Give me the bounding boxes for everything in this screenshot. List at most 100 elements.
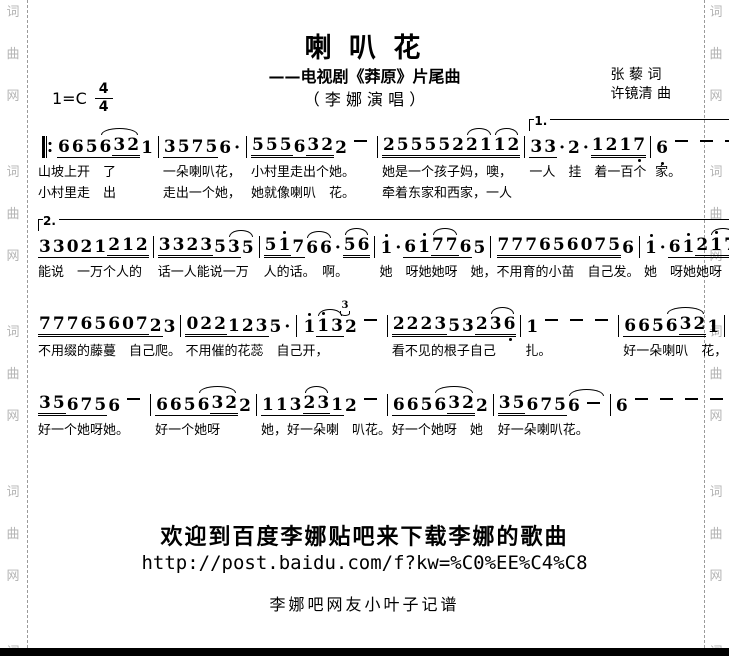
note: 5 bbox=[553, 395, 567, 416]
lyric-line: 家。 bbox=[655, 165, 682, 180]
lyric-line-2: 她就像喇叭 花。 bbox=[251, 186, 356, 201]
lyric-line: 不用催的花蕊 自己 bbox=[185, 344, 303, 359]
duration-dash bbox=[709, 398, 723, 400]
octave-dot-below bbox=[661, 162, 665, 165]
lyric-line: 不用育的小苗 自己发。 bbox=[496, 265, 640, 280]
octave-dot-above bbox=[649, 234, 653, 238]
note: 1 bbox=[590, 136, 605, 158]
note: 6 bbox=[664, 316, 679, 337]
left-dashed-border bbox=[27, 0, 28, 648]
note: 7 bbox=[51, 315, 66, 337]
note: 1 bbox=[492, 136, 507, 158]
note: 0 bbox=[121, 315, 135, 337]
note: 1 bbox=[618, 136, 633, 158]
note: 5 bbox=[342, 236, 357, 258]
watermark-char: 词 bbox=[6, 5, 20, 20]
octave-dot-below bbox=[508, 338, 512, 341]
note: 3 bbox=[162, 137, 177, 158]
note: 7 bbox=[539, 395, 554, 416]
augmentation-dot: · bbox=[582, 138, 589, 158]
note: 2 bbox=[465, 136, 479, 158]
note: 5 bbox=[423, 136, 438, 158]
augmentation-dot: · bbox=[659, 238, 666, 258]
barline bbox=[650, 136, 652, 158]
key-label: 1=C bbox=[52, 88, 87, 108]
barline bbox=[490, 236, 492, 258]
note: 2 bbox=[213, 315, 227, 337]
note: 2 bbox=[474, 315, 489, 337]
watermark-char: 网 bbox=[6, 249, 20, 264]
lyric-line: 她 呀她她呀 她， bbox=[643, 265, 722, 280]
duration-dash bbox=[724, 140, 729, 142]
note: 5 bbox=[278, 136, 293, 158]
duration-dash bbox=[595, 319, 609, 321]
barline bbox=[255, 394, 257, 416]
barline bbox=[609, 394, 611, 416]
note: 3 bbox=[157, 236, 172, 258]
note: 2 bbox=[224, 394, 239, 416]
song-title: 喇 叭 花 bbox=[304, 33, 425, 64]
note: 5 bbox=[447, 316, 462, 337]
barline bbox=[374, 236, 376, 258]
note: 5 bbox=[241, 238, 254, 259]
note: 3 bbox=[210, 394, 225, 416]
note: 5 bbox=[251, 136, 265, 158]
barline bbox=[42, 136, 53, 158]
note: 3 bbox=[306, 136, 321, 158]
note: 1 bbox=[316, 312, 331, 337]
download-url[interactable]: http://post.baidu.com/f?kw=%C0%EE%C4%C8 bbox=[141, 552, 588, 574]
note: 1 bbox=[526, 317, 539, 338]
note: 3 bbox=[288, 395, 303, 416]
note: 5 bbox=[51, 394, 66, 416]
note: 2 bbox=[79, 237, 94, 258]
note: 6 bbox=[667, 237, 682, 258]
watermark-char: 词 bbox=[709, 165, 723, 180]
note: 6 bbox=[433, 395, 448, 416]
note: 1 bbox=[274, 395, 289, 416]
note: 5 bbox=[607, 236, 622, 258]
note-row: 1·612176 bbox=[644, 228, 729, 258]
duration-dash bbox=[699, 140, 713, 142]
note: 1 bbox=[709, 231, 724, 258]
note: 2 bbox=[461, 394, 475, 416]
note: 7 bbox=[496, 236, 511, 258]
note: 6 bbox=[637, 316, 651, 337]
note: 7 bbox=[723, 236, 729, 258]
note: 6 bbox=[292, 137, 307, 158]
note: 5 bbox=[84, 137, 99, 158]
lyric-line: 看不见的根子自己 bbox=[391, 344, 496, 359]
lyric-line: 好一个她呀 她 bbox=[391, 423, 483, 438]
octave-dot-above bbox=[283, 231, 287, 235]
right-dashed-border bbox=[704, 0, 705, 648]
note: 3 bbox=[330, 316, 344, 337]
barline bbox=[618, 315, 620, 337]
note: 1 bbox=[681, 233, 696, 258]
note: 5 bbox=[395, 136, 410, 158]
lyric-line-2: 小村里走 出 bbox=[38, 186, 117, 201]
lyric-line: 她是一个孩子妈，噢， bbox=[381, 165, 512, 180]
watermark-char: 网 bbox=[6, 409, 20, 424]
watermark-char: 词 bbox=[709, 485, 723, 500]
note: 6 bbox=[65, 395, 80, 416]
note: 1 bbox=[260, 395, 275, 416]
barline bbox=[520, 315, 522, 337]
duration-dash bbox=[634, 398, 648, 400]
